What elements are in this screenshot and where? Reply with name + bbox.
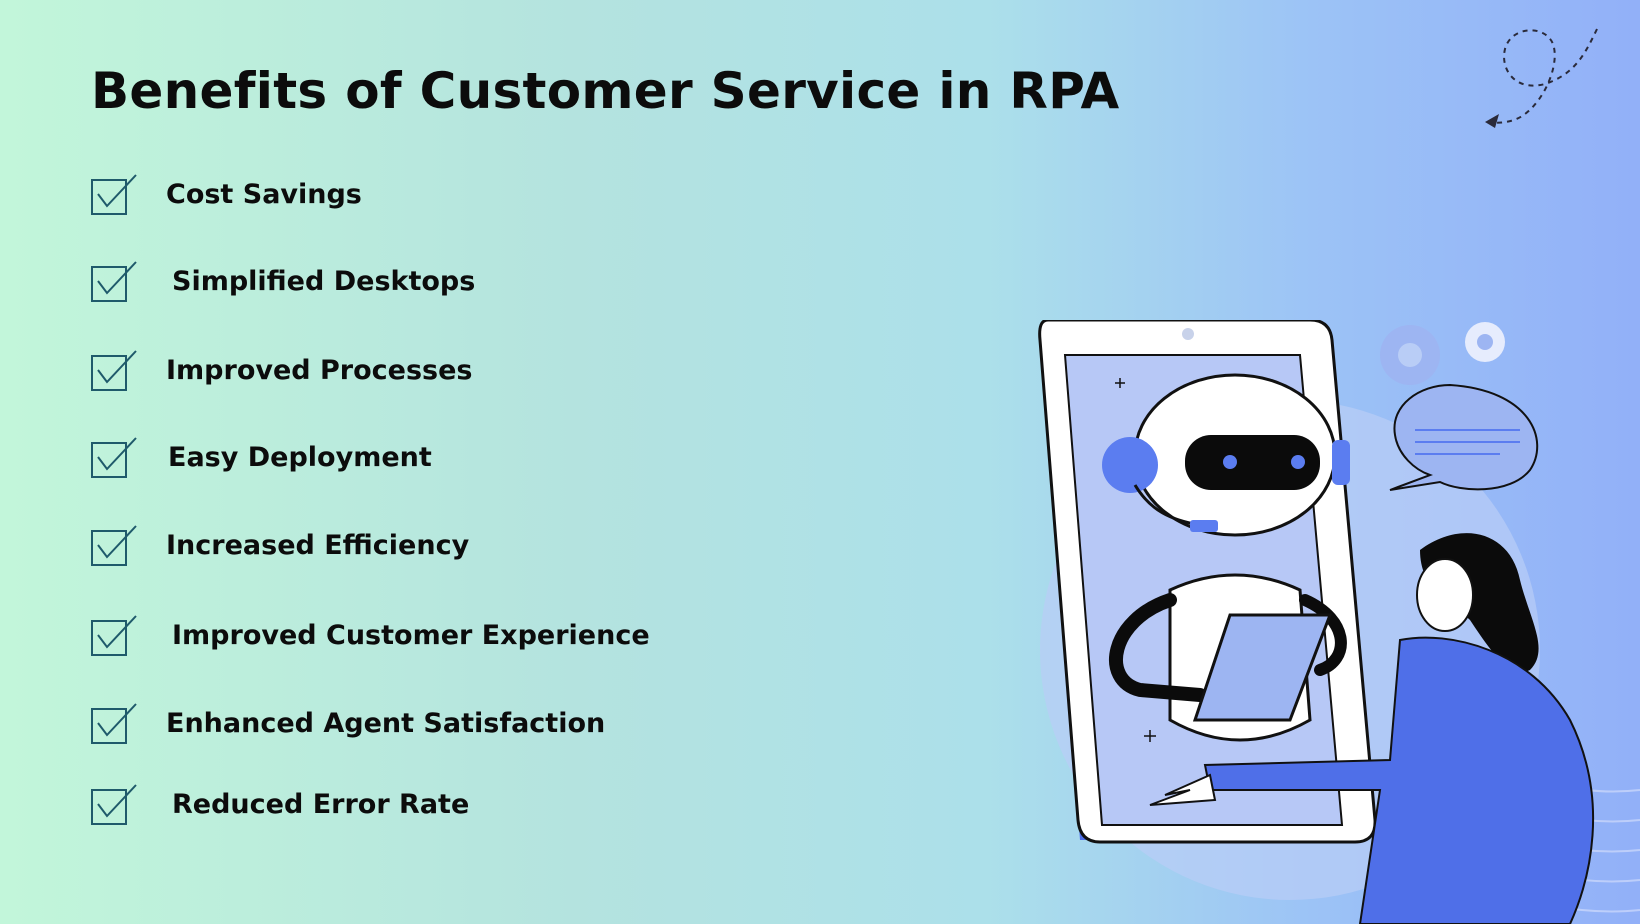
sparkle-icon bbox=[1115, 378, 1156, 742]
benefit-label: Reduced Error Rate bbox=[172, 788, 470, 820]
benefit-label: Simplified Desktops bbox=[172, 265, 476, 297]
robot-support-illustration bbox=[1038, 320, 1640, 924]
benefit-item: Improved Customer Experience bbox=[90, 611, 650, 659]
speech-bubble-icon bbox=[1389, 383, 1539, 491]
checkbox-check-icon bbox=[91, 525, 137, 566]
speech-bubble-lines bbox=[1415, 429, 1520, 455]
headset-mic-tip bbox=[1190, 520, 1218, 532]
checkbox-check-icon bbox=[91, 350, 137, 391]
benefit-label: Easy Deployment bbox=[168, 441, 432, 473]
benefit-item: Reduced Error Rate bbox=[90, 780, 469, 828]
checkbox-check-icon bbox=[91, 784, 137, 825]
gear-icon bbox=[1380, 325, 1440, 385]
checkbox-check-icon bbox=[91, 437, 137, 478]
robot-tablet bbox=[1192, 613, 1333, 722]
checkbox-check-icon bbox=[91, 703, 137, 744]
slide-title: Benefits of Customer Service in RPA bbox=[91, 62, 1120, 120]
benefit-item: Improved Processes bbox=[90, 346, 473, 394]
benefit-label: Improved Processes bbox=[166, 354, 473, 386]
benefit-item: Enhanced Agent Satisfaction bbox=[90, 699, 605, 747]
headset-earpiece bbox=[1102, 437, 1158, 493]
benefit-item: Cost Savings bbox=[90, 170, 362, 218]
benefit-label: Increased Efficiency bbox=[166, 529, 470, 561]
robot-eye bbox=[1223, 455, 1237, 469]
checkbox-check-icon bbox=[91, 174, 137, 215]
robot-eye bbox=[1291, 455, 1305, 469]
checkbox-check-icon bbox=[91, 615, 137, 656]
robot-arm bbox=[1299, 594, 1347, 676]
headset-earpiece-right bbox=[1332, 440, 1350, 485]
robot-visor bbox=[1185, 435, 1320, 490]
dashed-arrow-doodle-icon bbox=[1485, 28, 1598, 128]
benefit-item: Increased Efficiency bbox=[90, 521, 469, 569]
phone-camera bbox=[1182, 328, 1194, 340]
benefit-label: Cost Savings bbox=[166, 178, 362, 210]
woman-hand bbox=[1149, 773, 1217, 806]
benefit-label: Improved Customer Experience bbox=[172, 619, 650, 651]
robot-arm bbox=[1109, 593, 1207, 702]
benefit-item: Easy Deployment bbox=[90, 433, 432, 481]
benefit-label: Enhanced Agent Satisfaction bbox=[166, 707, 606, 739]
checkbox-check-icon bbox=[91, 261, 137, 302]
gear-icon bbox=[1465, 322, 1505, 362]
benefit-item: Simplified Desktops bbox=[90, 257, 475, 305]
woman-face bbox=[1416, 558, 1474, 632]
